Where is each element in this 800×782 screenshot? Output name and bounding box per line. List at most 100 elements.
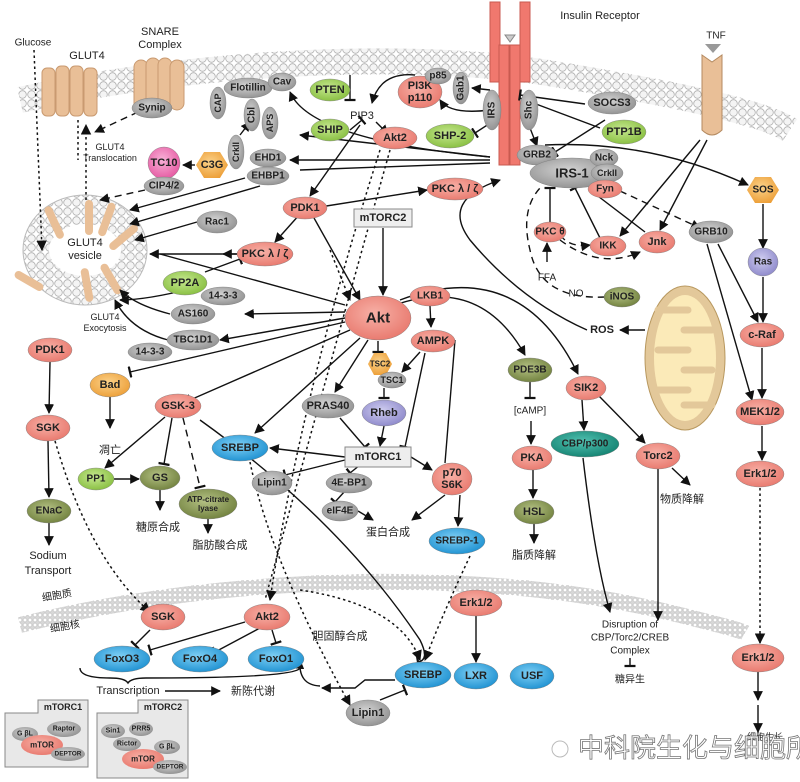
node-akt-shape — [344, 295, 412, 341]
legend-prr5 — [129, 722, 153, 736]
node-ship-shape — [310, 118, 350, 142]
legend-rictor — [113, 737, 141, 751]
node-erk12-nuc-label: Erk1/2 — [459, 597, 492, 609]
activation-edge — [309, 124, 361, 197]
node-14-3-3-b: 14-3-3 — [127, 342, 173, 362]
activation-edge — [134, 221, 198, 243]
node-aps: APS — [261, 106, 279, 140]
node-akt-label: Akt — [366, 310, 390, 327]
node-p70-2-label: S6K — [441, 479, 462, 491]
node-ship: SHIP — [310, 118, 350, 142]
node-pp1: PP1 — [77, 467, 115, 491]
node-enac-shape — [26, 498, 72, 524]
node-as160: AS160 — [170, 303, 216, 325]
node-ehd1-label: EHD1 — [255, 153, 282, 164]
node-gab1: Gab1 — [452, 71, 470, 105]
node-sik2: SIK2 — [565, 375, 607, 401]
node-cbp-p300: CBP/p300 — [550, 430, 620, 458]
node-erk12-top-label: Erk1/2 — [743, 468, 776, 480]
node-fyn-label: Fyn — [596, 184, 614, 195]
node-sgk-nuc-label: SGK — [151, 611, 175, 623]
node-synip-shape — [131, 97, 173, 119]
connector-edge — [79, 667, 301, 685]
node-mtorc1-box: mTORC1 — [344, 446, 412, 468]
label-cytoplasm: 细胞质 — [41, 586, 73, 604]
node-cap-label: CAP — [213, 93, 223, 112]
node-sik2-shape — [565, 375, 607, 401]
node-lipin1-nuc-shape — [345, 699, 391, 727]
node-rac1: Rac1 — [196, 210, 238, 234]
node-lxr-label: LXR — [465, 670, 487, 682]
node-c3g: C3G — [196, 152, 228, 178]
legend-gbl-2-label: G βL — [159, 744, 176, 751]
label-glut4-vesicle-1: GLUT4 — [67, 237, 102, 249]
label-gluconeogenesis: 糖异生 — [615, 673, 645, 686]
node-c-raf: c-Raf — [739, 322, 785, 348]
node-tsc1-label: TSC1 — [380, 375, 403, 385]
node-pkc-lz-left-shape — [236, 241, 294, 267]
node-4ebp1-shape — [325, 472, 373, 494]
activation-edge — [376, 425, 387, 447]
node-tsc2-label: TSC2 — [370, 360, 391, 369]
activation-edge — [94, 111, 139, 133]
node-jnk: Jnk — [638, 230, 676, 254]
activation-edge — [99, 189, 146, 203]
activation-edge — [244, 308, 346, 319]
node-erk12-nuc-shape — [449, 589, 503, 617]
label-insulin-receptor: Insulin Receptor — [560, 10, 640, 22]
activation-edge — [578, 399, 589, 431]
activation-edge — [104, 416, 166, 469]
node-ras: Ras — [747, 247, 779, 277]
node-gab1-label: Gab1 — [456, 75, 467, 100]
node-tc10-label: TC10 — [151, 157, 178, 169]
node-foxo4-label: FoxO4 — [183, 653, 218, 665]
node-irs1: IRS-1 — [529, 157, 615, 189]
activation-edge — [313, 217, 361, 301]
node-foxo4: FoxO4 — [171, 645, 229, 673]
node-rheb: Rheb — [361, 399, 407, 427]
node-sgk-nuc-shape — [140, 603, 186, 631]
node-ras-shape — [747, 247, 779, 277]
tnfr1-receptor — [701, 44, 723, 136]
node-akt2-nuc-label: Akt2 — [255, 611, 279, 623]
node-pdk1-left-label: PDK1 — [35, 344, 64, 356]
node-ikk-label: IKK — [599, 241, 617, 252]
node-erk12-bottom: Erk1/2 — [731, 643, 785, 673]
node-ikk: IKK — [589, 235, 627, 257]
node-tsc1: TSC1 — [377, 371, 407, 389]
inhibition-edge — [551, 119, 606, 158]
node-14-3-3-a-shape — [200, 286, 246, 306]
activation-edge — [329, 249, 352, 301]
node-cav-shape — [267, 72, 297, 92]
legend-prr5-label: PRR5 — [132, 726, 151, 733]
node-crkii-left-shape — [227, 134, 245, 170]
activation-edge — [269, 444, 346, 458]
activation-edge — [357, 510, 374, 521]
node-lxr: LXR — [453, 662, 499, 690]
node-foxo3: FoxO3 — [93, 645, 151, 673]
node-pp1-label: PP1 — [87, 474, 106, 485]
node-14-3-3-b-shape — [127, 342, 173, 362]
legend-raptor — [47, 721, 81, 737]
node-aps-shape — [261, 106, 279, 140]
node-foxo1: FoxO1 — [247, 645, 305, 673]
label-disruption-3: Complex — [610, 646, 649, 657]
node-pras40-label: PRAS40 — [307, 400, 350, 412]
glut4-vesicle — [14, 194, 148, 306]
node-atp-citrate-2-label: lyase — [198, 504, 219, 513]
node-pi3k-1-label: PI3K — [408, 80, 433, 92]
node-shc-shape — [519, 89, 539, 131]
label-glut4-vesicle-2: vesicle — [68, 250, 102, 262]
node-eif4e: eIF4E — [321, 500, 359, 522]
node-ehbp1-shape — [246, 166, 290, 186]
node-synip: Synip — [131, 97, 173, 119]
node-gab1-shape — [452, 71, 470, 105]
node-inos-label: iNOS — [610, 292, 635, 303]
node-erk12-top: Erk1/2 — [735, 460, 785, 488]
node-pdk1-top-shape — [282, 196, 328, 220]
node-tc10: TC10 — [147, 146, 181, 180]
label-glycogen-synthesis: 糖原合成 — [136, 520, 180, 534]
node-gsk3: GSK-3 — [154, 393, 202, 419]
node-akt2-nuc-shape — [243, 603, 291, 631]
